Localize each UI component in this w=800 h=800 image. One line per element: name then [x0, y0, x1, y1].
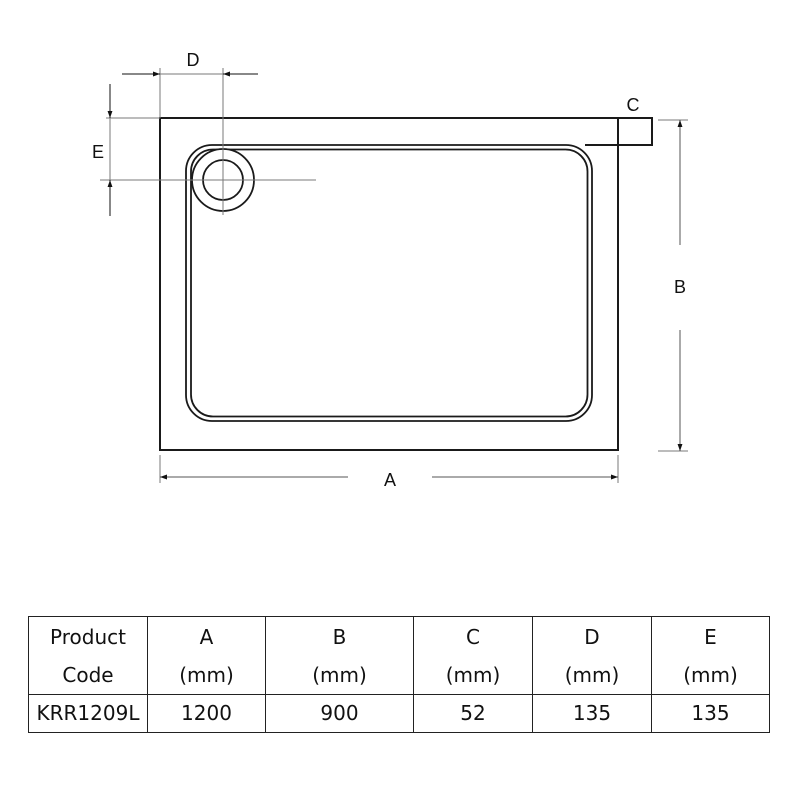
header-unit: (mm): [445, 662, 501, 687]
header-e: E (mm): [651, 616, 770, 695]
header-b: B (mm): [265, 616, 414, 695]
header-d: D (mm): [532, 616, 652, 695]
table-row: KRR1209L 1200 900 52 135 135: [28, 694, 770, 733]
header-unit: (mm): [683, 662, 738, 687]
dimension-a: [159, 455, 619, 483]
label-b: B: [674, 277, 686, 297]
header-text: E: [704, 624, 717, 649]
header-unit: (mm): [179, 662, 234, 687]
label-e: E: [92, 142, 104, 162]
header-a: A (mm): [147, 616, 266, 695]
header-unit: (mm): [564, 662, 620, 687]
header-text: Code: [62, 662, 114, 687]
shower-tray-drawing: D E C B A: [92, 50, 688, 490]
header-unit: (mm): [312, 662, 367, 687]
cell-b: 900: [265, 694, 414, 733]
tray-basin: [185, 144, 593, 422]
dimension-e: [100, 84, 316, 216]
cell-product-code: KRR1209L: [28, 694, 148, 733]
cell-d: 135: [532, 694, 652, 733]
label-d: D: [187, 50, 200, 70]
header-text: Product: [50, 624, 126, 649]
header-text: D: [584, 624, 600, 649]
dimensions-table: Product Code A (mm) B (mm) C (mm) D (mm)…: [28, 616, 770, 733]
label-a: A: [384, 470, 396, 490]
header-text: A: [199, 624, 214, 649]
header-text: C: [466, 624, 480, 649]
table-header-row: Product Code A (mm) B (mm) C (mm) D (mm)…: [28, 616, 770, 695]
label-c: C: [627, 95, 640, 115]
header-product-code: Product Code: [28, 616, 148, 695]
header-text: B: [332, 624, 347, 649]
header-c: C (mm): [413, 616, 533, 695]
cell-a: 1200: [147, 694, 266, 733]
cell-e: 135: [651, 694, 770, 733]
c-dimension-box: [617, 117, 653, 146]
cell-c: 52: [413, 694, 533, 733]
dimension-b: [658, 119, 688, 452]
dimension-d: [122, 68, 258, 215]
tray-outline: [159, 117, 653, 451]
